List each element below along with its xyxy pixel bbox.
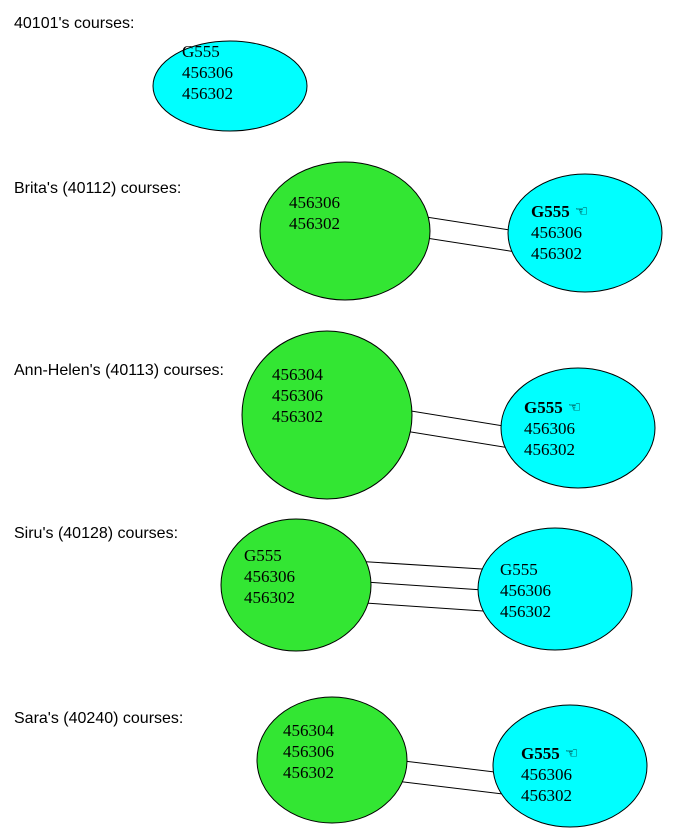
pointing-hand-icon: ☜ [568,398,581,416]
section-label: Siru's (40128) courses: [14,525,178,542]
right-course-set-ellipse [477,527,633,651]
right-course-set-ellipse [152,40,308,132]
right-course-item: G555 [182,42,220,61]
right-course-set-ellipse [492,704,648,828]
right-course-item: 456306 [182,63,233,82]
left-course-item: 456306 [283,742,334,761]
left-course-set-ellipse [241,330,413,500]
right-course-item: G555 [521,744,560,763]
right-course-item: G555 [524,398,563,417]
left-course-item: 456302 [289,214,340,233]
right-course-set-ellipse [507,173,663,293]
right-course-item: 456302 [521,786,572,805]
left-course-item: 456304 [272,365,324,384]
right-course-item: 456306 [500,581,551,600]
right-course-item: 456306 [531,223,582,242]
left-course-item: 456302 [244,588,295,607]
pointing-hand-icon: ☜ [575,202,588,220]
pointing-hand-icon: ☜ [565,744,578,762]
right-course-item: 456302 [182,84,233,103]
left-course-set-ellipse [259,161,431,301]
left-course-item: 456306 [244,567,295,586]
section-label: Ann-Helen's (40113) courses: [14,362,224,379]
right-course-item: 456302 [531,244,582,263]
right-course-item: G555 [531,202,570,221]
right-course-item: 456306 [524,419,575,438]
left-course-item: 456306 [289,193,340,212]
left-course-set-ellipse [256,696,408,824]
left-course-set-ellipse [220,518,372,652]
left-course-item: 456302 [272,407,323,426]
right-course-item: G555 [500,560,538,579]
right-course-item: 456306 [521,765,572,784]
right-course-item: 456302 [524,440,575,459]
section-label: 40101's courses: [14,15,134,32]
section-label: Brita's (40112) courses: [14,180,181,197]
left-course-item: G555 [244,546,282,565]
left-course-item: 456304 [283,721,335,740]
section-label: Sara's (40240) courses: [14,710,183,727]
left-course-item: 456306 [272,386,323,405]
right-course-set-ellipse [500,367,656,489]
right-course-item: 456302 [500,602,551,621]
left-course-item: 456302 [283,763,334,782]
